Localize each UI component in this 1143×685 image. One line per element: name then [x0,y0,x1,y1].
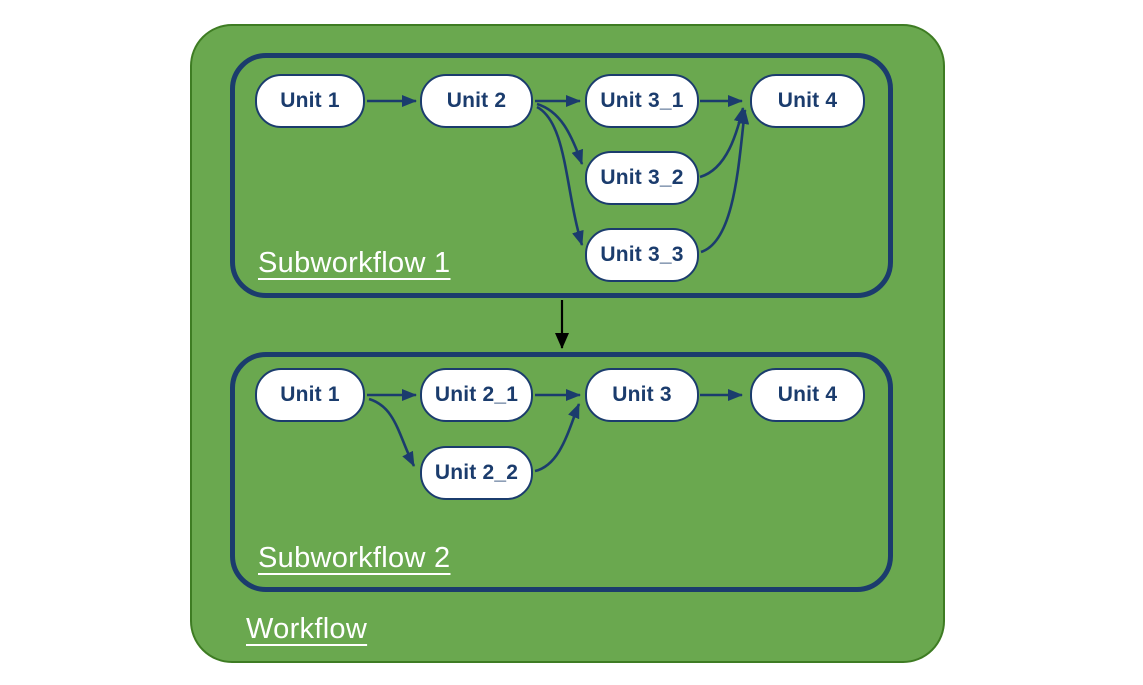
node-sw2-unit-4: Unit 4 [750,368,865,422]
node-sw1-unit-1: Unit 1 [255,74,365,128]
node-sw1-unit-3-1: Unit 3_1 [585,74,699,128]
node-sw1-unit-3-2: Unit 3_2 [585,151,699,205]
node-sw2-unit-1: Unit 1 [255,368,365,422]
node-sw1-unit-2: Unit 2 [420,74,533,128]
node-sw1-unit-4: Unit 4 [750,74,865,128]
workflow-label: Workflow [246,613,368,645]
node-sw1-unit-3-3: Unit 3_3 [585,228,699,282]
subworkflow-1-label: Subworkflow 1 [258,247,451,279]
node-sw2-unit-3: Unit 3 [585,368,699,422]
node-sw2-unit-2-1: Unit 2_1 [420,368,533,422]
subworkflow-2-label: Subworkflow 2 [258,542,451,574]
node-sw2-unit-2-2: Unit 2_2 [420,446,533,500]
subworkflow-2-container [230,352,893,592]
subworkflow-1-container [230,53,893,298]
